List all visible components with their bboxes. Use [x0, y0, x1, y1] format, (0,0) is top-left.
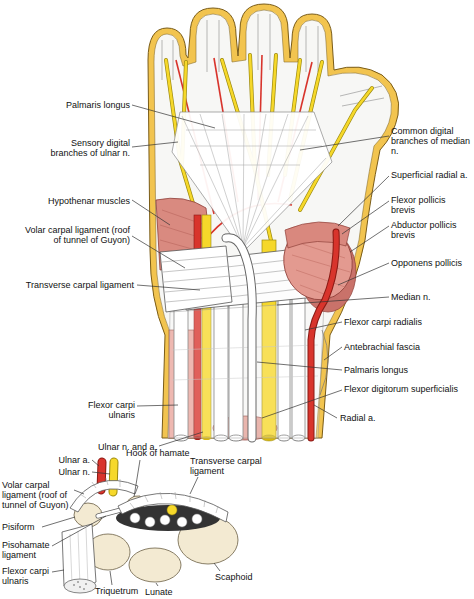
tendon-sheath [258, 14, 270, 70]
volar-carpal-ligament [160, 246, 232, 312]
palmaris-longus-tendon [226, 238, 252, 438]
leader-line [314, 405, 337, 418]
thenar-muscle [290, 240, 350, 300]
part-label: Palmaris longus [40, 100, 130, 110]
flexor-carpi-ulnaris-tendon [85, 583, 87, 585]
thenar-muscle [275, 216, 360, 312]
part-label: Sensory digital branches of ulnar n. [38, 138, 130, 158]
leader-line [338, 263, 389, 285]
leader-line [110, 571, 112, 585]
leader-line [257, 362, 342, 370]
palmar-aponeurosis [186, 130, 322, 165]
volar-carpal-ligament [160, 246, 232, 312]
leader-line [137, 405, 178, 406]
flexor-carpi-ulnaris-tendon [62, 524, 96, 593]
inset-volar-ligament [70, 478, 138, 512]
antebrachial-fascia [168, 302, 324, 438]
part-label: Pisohamate ligament [2, 540, 54, 560]
leader-line [324, 347, 342, 360]
leader-line [137, 285, 200, 290]
leader-line [350, 226, 389, 252]
part-label: Volar carpal ligament (roof of tunnel of… [2, 480, 72, 510]
part-label: Common digital branches of median n. [391, 126, 471, 156]
leader-line [262, 390, 342, 418]
carpal-tunnel [145, 517, 155, 527]
carpal-tunnel [192, 514, 202, 524]
part-label: Ulnar n. [30, 467, 90, 477]
part-label: Superficial radial a. [391, 170, 471, 180]
flexor-carpi-ulnaris-tendon [73, 581, 87, 590]
leader-line [42, 105, 389, 586]
inset-transverse-ligament [130, 492, 218, 513]
leader-line [132, 105, 215, 128]
inset-transverse-ligament [118, 492, 228, 522]
antebrachial-fascia [320, 330, 328, 395]
part-label: Flexor carpi ulnaris [2, 566, 54, 586]
leader-line [342, 201, 389, 234]
part-label: Palmaris longus [344, 365, 471, 375]
palmaris-longus-tendon [226, 238, 252, 438]
radial-artery [311, 232, 336, 438]
part-label: Volar carpal ligament (roof of tunnel of… [18, 225, 130, 245]
leader-line [92, 472, 110, 474]
leader-line [52, 570, 64, 572]
radial-artery [311, 232, 336, 438]
leader-line [305, 322, 342, 330]
part-label: Flexor digitorum superficialis [344, 384, 471, 394]
carpal-tunnel [130, 513, 140, 523]
inset-volar-ligament [70, 480, 138, 512]
carpal-tunnel [177, 517, 187, 527]
part-label: Transverse carpal ligament [190, 456, 266, 476]
part-label: Radial a. [340, 413, 420, 423]
part-label: Flexor carpi ulnaris [80, 400, 135, 420]
part-label: Transverse carpal ligament [10, 280, 134, 290]
carpal-tunnel [130, 513, 202, 527]
leader-line [92, 460, 99, 466]
tendon-sheath [207, 20, 219, 72]
part-label: Median n. [391, 292, 471, 302]
flexor-carpi-ulnaris-tendon [64, 579, 96, 593]
part-label: Pisiform [2, 522, 52, 532]
flexor-carpi-ulnaris-tendon [83, 588, 85, 590]
part-label: Lunate [145, 587, 195, 597]
carpal-bone [129, 548, 181, 582]
flexor-carpi-ulnaris-tendon [77, 581, 79, 583]
thenar-muscle [285, 222, 350, 248]
antebrachial-fascia [172, 345, 318, 380]
part-label: Hook of hamate [126, 448, 200, 458]
flexor-carpi-ulnaris-tendon [79, 586, 81, 588]
leader-line [74, 490, 84, 494]
leader-line [132, 142, 178, 147]
leader-line [42, 517, 75, 527]
inset-transverse-ligament [118, 493, 228, 522]
part-label: Ulnar a. [30, 455, 90, 465]
part-label: Antebrachial fascia [344, 342, 471, 352]
leader-line [52, 516, 106, 546]
carpal-tunnel [160, 515, 170, 525]
part-label: Opponens pollicis [391, 258, 471, 268]
leader-line [134, 460, 140, 497]
carpal-tunnel [167, 505, 177, 515]
flexor-carpi-ulnaris-tendon [73, 584, 75, 586]
leader-line [300, 136, 389, 150]
radial-artery [311, 232, 336, 438]
leader-line [159, 432, 203, 446]
part-label: Abductor pollicis brevis [391, 220, 471, 240]
leader-line [190, 477, 198, 494]
leader-line [156, 583, 158, 586]
leader-line [214, 563, 220, 571]
leader-line [132, 200, 170, 225]
flexor-carpi-ulnaris-tendon [70, 528, 88, 586]
palmaris-longus-tendon [226, 238, 252, 438]
part-label: Flexor pollicis brevis [391, 195, 471, 215]
leader-line [277, 297, 389, 305]
volar-carpal-ligament [162, 256, 231, 302]
part-label: Flexor carpi radialis [344, 317, 471, 327]
part-label: Hypothenar muscles [30, 196, 130, 206]
leader-line [132, 236, 185, 268]
part-label: Scaphoid [215, 572, 275, 582]
inset-volar-ligament [80, 478, 120, 498]
